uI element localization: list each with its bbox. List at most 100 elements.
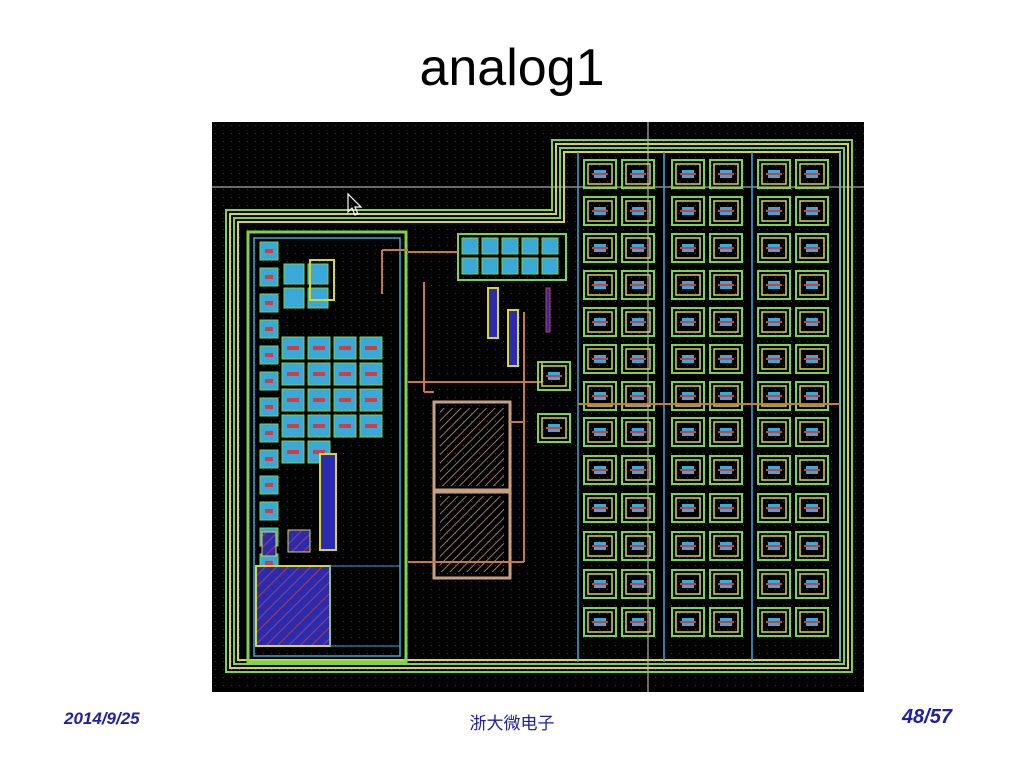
bjt-cell-inner bbox=[675, 385, 701, 407]
bjt-cell-ring bbox=[621, 344, 655, 374]
bjt-cell-ring bbox=[709, 307, 743, 337]
bjt-cell-ring bbox=[757, 196, 791, 226]
bjt-cell-inner bbox=[587, 535, 613, 557]
mos-array-gate bbox=[313, 398, 325, 402]
bjt-cell-gate bbox=[766, 583, 782, 585]
bjt-cell-gate bbox=[680, 507, 696, 509]
bjt-cell-ring bbox=[621, 455, 655, 485]
bjt-cell-gate bbox=[630, 210, 646, 212]
guard-ring-1 bbox=[229, 143, 849, 669]
bjt-cell-ring bbox=[709, 159, 743, 189]
input-pair-cell bbox=[307, 263, 329, 285]
top-transistor bbox=[501, 257, 519, 275]
bjt-cell-inner bbox=[675, 421, 701, 443]
input-pair-ring bbox=[309, 259, 335, 301]
bjt-cell-inner bbox=[625, 200, 651, 222]
transistor-gate bbox=[265, 249, 273, 253]
bjt-cell-gate bbox=[630, 358, 646, 360]
bjt-cell-gate bbox=[766, 321, 782, 323]
bjt-cell-gate bbox=[804, 358, 820, 360]
bjt-cell-inner bbox=[587, 421, 613, 443]
bjt-cell-inner bbox=[799, 163, 825, 185]
bjt-cell-gate bbox=[630, 173, 646, 175]
bjt-cell-gate bbox=[592, 621, 608, 623]
bjt-cell-ring bbox=[671, 417, 705, 447]
guard-ring-2 bbox=[233, 147, 845, 665]
transistor-gate bbox=[265, 327, 273, 331]
bjt-cell-ring bbox=[583, 493, 617, 523]
bjt-cell-inner bbox=[675, 611, 701, 633]
bjt-cell-ring bbox=[795, 569, 829, 599]
bjt-cell-gate bbox=[680, 284, 696, 286]
bjt-cell-ring bbox=[671, 196, 705, 226]
bjt-cell-inner bbox=[625, 535, 651, 557]
bjt-cell-ring bbox=[621, 417, 655, 447]
bjt-cell-ring bbox=[671, 607, 705, 637]
ic-layout-view[interactable] bbox=[212, 122, 864, 692]
bjt-cell-inner bbox=[799, 311, 825, 333]
bjt-cell-gate bbox=[804, 321, 820, 323]
bjt-cell-inner bbox=[625, 459, 651, 481]
mos-array-gate bbox=[313, 372, 325, 376]
bjt-cell-gate bbox=[592, 507, 608, 509]
bjt-cell-gate bbox=[766, 284, 782, 286]
poly-resistor-1 bbox=[440, 408, 504, 486]
bjt-cell-ring bbox=[757, 344, 791, 374]
bjt-cell-ring bbox=[583, 417, 617, 447]
input-pair-cell bbox=[283, 263, 305, 285]
top-transistor bbox=[461, 257, 479, 275]
bjt-cell-ring bbox=[709, 381, 743, 411]
empty-region bbox=[329, 565, 401, 647]
diffusion-bar-left bbox=[319, 453, 337, 551]
transistor-gate bbox=[265, 379, 273, 383]
mos-array-gate bbox=[365, 398, 377, 402]
bjt-cell-inner bbox=[761, 497, 787, 519]
side-cell-gate bbox=[546, 375, 562, 377]
bjt-cell-inner bbox=[713, 200, 739, 222]
bjt-cell-inner bbox=[625, 348, 651, 370]
bjt-cell-gate bbox=[630, 621, 646, 623]
bjt-cell-gate bbox=[766, 395, 782, 397]
bjt-cell-ring bbox=[709, 455, 743, 485]
bjt-cell-gate bbox=[630, 507, 646, 509]
bjt-cell-gate bbox=[718, 321, 734, 323]
bjt-cell-ring bbox=[757, 270, 791, 300]
bjt-cell-gate bbox=[718, 395, 734, 397]
bjt-cell-inner bbox=[587, 237, 613, 259]
transistor-gate bbox=[265, 301, 273, 305]
bjt-cell-inner bbox=[761, 200, 787, 222]
bjt-cell-inner bbox=[761, 611, 787, 633]
mos-array-gate bbox=[287, 372, 299, 376]
bjt-cell-gate bbox=[718, 431, 734, 433]
bjt-cell-ring bbox=[621, 607, 655, 637]
bjt-cell-inner bbox=[587, 311, 613, 333]
bjt-cell-gate bbox=[680, 210, 696, 212]
side-cell-ring bbox=[537, 413, 571, 443]
bjt-cell-gate bbox=[804, 247, 820, 249]
bjt-cell-gate bbox=[630, 321, 646, 323]
bjt-cell-inner bbox=[625, 163, 651, 185]
bjt-cell-inner bbox=[675, 497, 701, 519]
bjt-cell-ring bbox=[583, 344, 617, 374]
bjt-cell-ring bbox=[757, 233, 791, 263]
bjt-cell-ring bbox=[583, 531, 617, 561]
bjt-cell-inner bbox=[675, 274, 701, 296]
bjt-cell-gate bbox=[804, 469, 820, 471]
bjt-cell-ring bbox=[757, 381, 791, 411]
transistor-gate bbox=[265, 405, 273, 409]
mos-array-gate bbox=[313, 424, 325, 428]
bjt-cell-ring bbox=[583, 270, 617, 300]
mos-array-gate bbox=[339, 398, 351, 402]
bjt-cell-inner bbox=[761, 573, 787, 595]
bjt-cell-gate bbox=[630, 284, 646, 286]
bjt-cell-ring bbox=[583, 307, 617, 337]
bjt-cell-ring bbox=[671, 233, 705, 263]
mos-array-gate bbox=[287, 424, 299, 428]
bjt-cell-ring bbox=[583, 159, 617, 189]
bjt-cell-inner bbox=[799, 274, 825, 296]
bjt-cell-gate bbox=[718, 247, 734, 249]
page-number: 48/57 bbox=[901, 706, 952, 728]
side-cell-inner bbox=[541, 365, 567, 387]
bjt-cell-gate bbox=[680, 321, 696, 323]
mos-array-gate bbox=[313, 450, 325, 454]
